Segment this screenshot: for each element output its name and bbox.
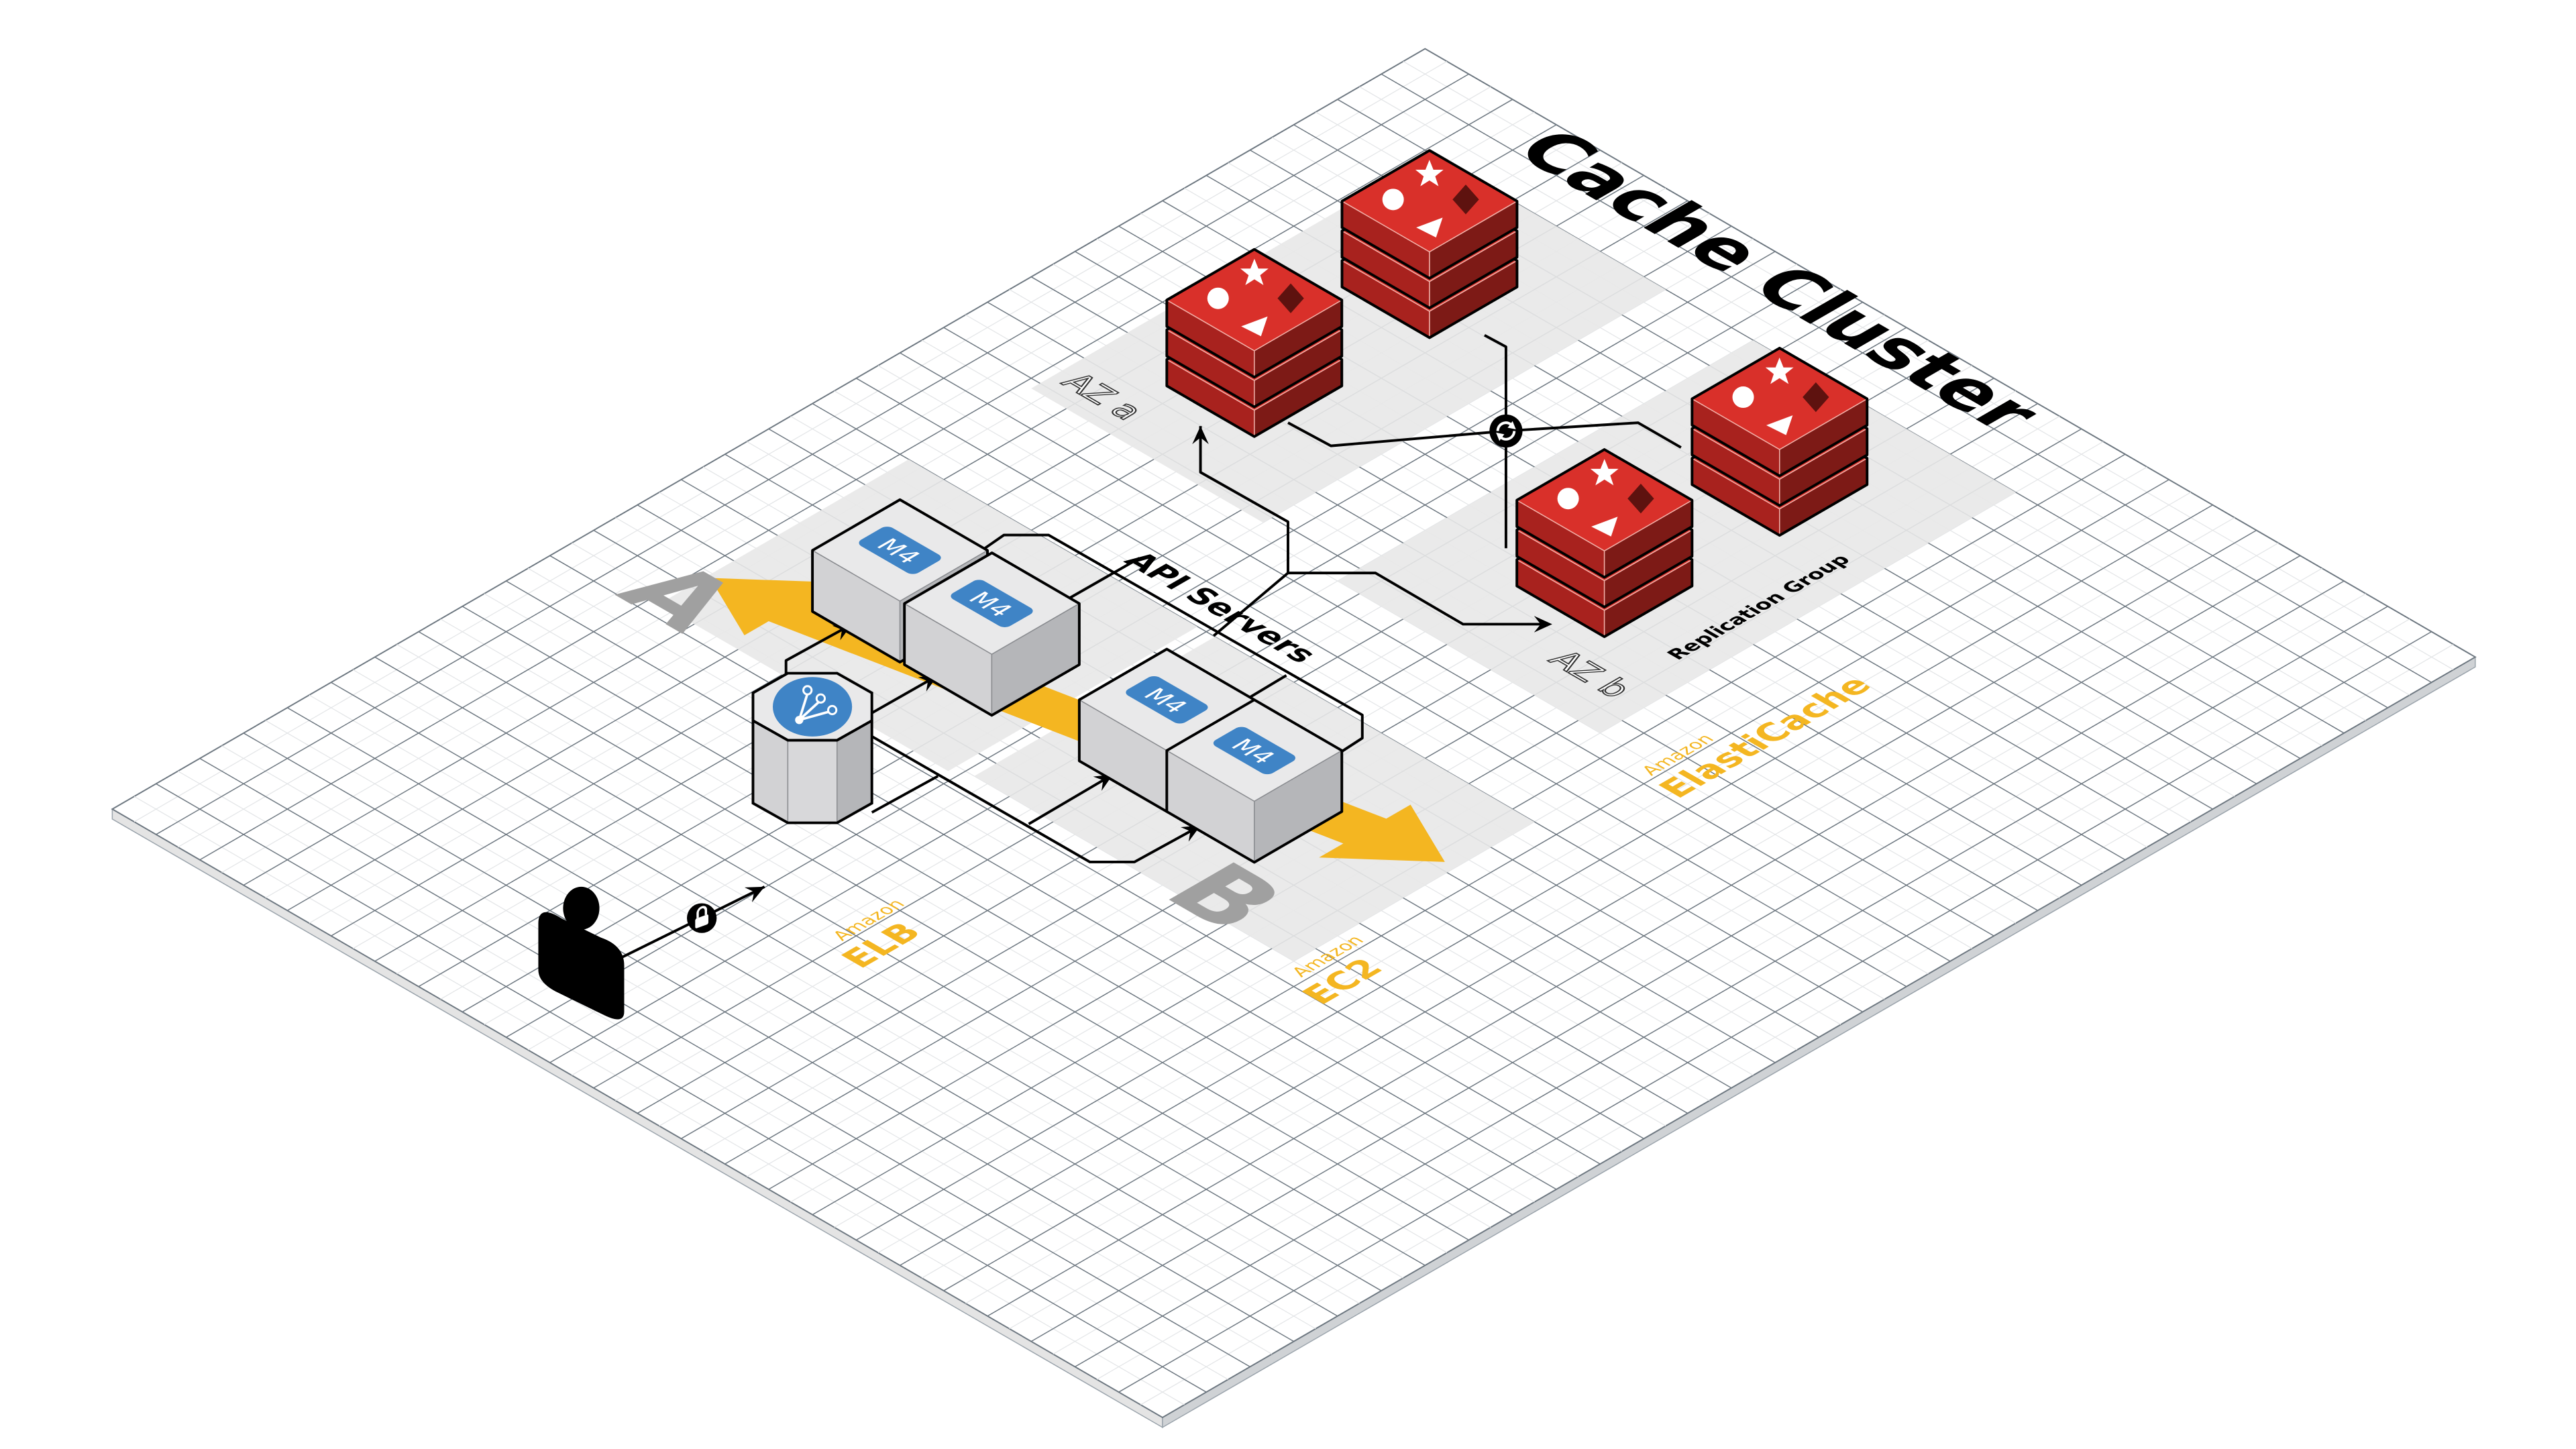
redis-icon	[1557, 459, 1654, 537]
cache-node-layer-outline	[1515, 507, 1694, 639]
star-shape	[1415, 160, 1444, 186]
triangle-shape	[1241, 316, 1268, 337]
badge-bg	[859, 527, 941, 574]
sync-icon-head	[1496, 432, 1505, 441]
sync-icon-bg	[1489, 414, 1523, 448]
load-balancer[interactable]	[751, 672, 873, 824]
diamond-shape	[1277, 283, 1304, 313]
star-shape	[1765, 357, 1794, 384]
icon-node	[826, 704, 838, 716]
redis-icon	[1207, 258, 1304, 337]
redis-icon	[1732, 357, 1829, 435]
lock-icon-body	[695, 914, 708, 928]
grid-line	[199, 99, 1513, 861]
circle-shape	[1382, 189, 1404, 211]
cache-node-layer-outline	[1165, 248, 1344, 379]
elb-side	[787, 739, 838, 824]
connection-line	[1028, 773, 1114, 826]
cache-node-layer-outline	[1515, 478, 1694, 608]
cache-node-layer-outline	[1165, 278, 1344, 409]
user-head	[563, 886, 600, 930]
diamond-shape	[1452, 184, 1479, 215]
grid-line	[1118, 631, 2432, 1393]
badge-bg	[1126, 676, 1208, 724]
cache-node[interactable]	[1340, 149, 1519, 339]
ec2-instance-outline	[811, 498, 989, 664]
load-balancer-icon	[773, 677, 853, 737]
elb-outline	[751, 720, 873, 824]
arrow-head	[1534, 616, 1552, 633]
cache-node[interactable]	[1690, 346, 1869, 537]
cache-node-layer-outline	[1690, 346, 1869, 478]
sync-icon	[1489, 414, 1523, 448]
circle-shape	[1557, 488, 1579, 510]
badge-bg	[951, 580, 1033, 627]
grid-line	[855, 479, 2169, 1241]
cache-node-layer-outline	[1340, 178, 1519, 310]
icon-arrows	[798, 693, 830, 722]
cache-node-layer-outline	[1690, 376, 1869, 507]
grid-line	[900, 504, 2213, 1266]
sync-icon-head	[1507, 421, 1516, 429]
arrow-head	[1192, 426, 1209, 445]
cache-node[interactable]	[1165, 248, 1344, 438]
connection-line	[1483, 333, 1507, 549]
icon-node	[795, 716, 804, 724]
ec2-instance-outline	[903, 551, 1081, 717]
triangle-shape	[1766, 415, 1793, 435]
connection-line	[1069, 557, 1140, 599]
ec2-instance-outline	[1165, 698, 1344, 864]
cache-node-layer-outline	[1690, 406, 1869, 537]
lock-icon	[687, 903, 717, 933]
star-shape	[1590, 459, 1619, 486]
diamond-shape	[1803, 382, 1829, 413]
grid-line	[943, 529, 2257, 1291]
connection-line	[871, 775, 939, 814]
star-shape	[1240, 258, 1269, 285]
badge-bg	[1213, 727, 1295, 775]
connection-line	[1199, 426, 1289, 637]
cache-node[interactable]	[1515, 448, 1694, 639]
grid-line	[987, 555, 2301, 1317]
redis-icon	[1382, 160, 1479, 237]
ec2-instance[interactable]: M4	[1165, 698, 1344, 864]
cache-node-layer-outline	[1340, 208, 1519, 339]
grid-line	[1030, 580, 2345, 1342]
ec2-instance[interactable]: M4	[903, 551, 1081, 717]
cache-node-layer-outline	[1340, 149, 1519, 280]
triangle-shape	[1591, 517, 1618, 537]
connection-line	[784, 623, 1201, 863]
icon-node	[815, 693, 826, 704]
cache-node-layer-outline	[1165, 307, 1344, 438]
grid-line	[1075, 606, 2388, 1368]
lock-icon-shackle	[696, 906, 708, 919]
diamond-shape	[1627, 484, 1654, 514]
triangle-shape	[1416, 217, 1443, 237]
circle-shape	[1207, 287, 1229, 309]
connection-line	[1288, 572, 1546, 626]
user-body	[538, 912, 625, 1020]
grid-line	[156, 73, 1469, 835]
user-icon[interactable]	[538, 886, 625, 1025]
connection-line	[1244, 674, 1287, 702]
circle-shape	[1732, 386, 1754, 409]
icon-node	[802, 685, 813, 696]
cache-node-layer-outline	[1515, 448, 1694, 579]
connection-line	[981, 533, 1364, 761]
